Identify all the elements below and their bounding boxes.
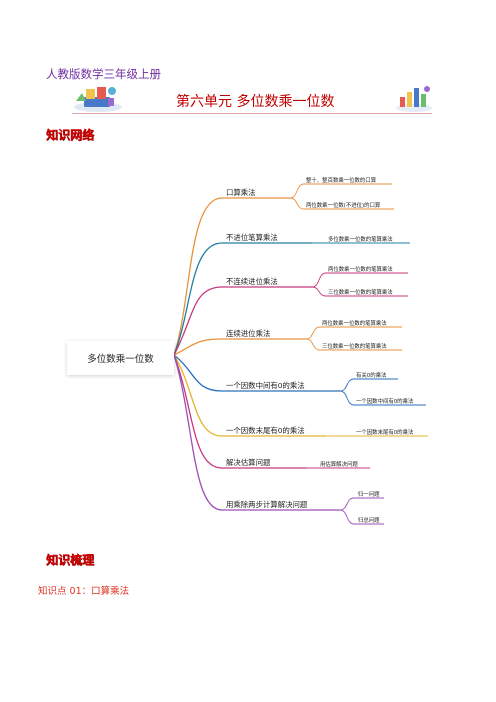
mindmap-leaf: 归一问题	[358, 492, 380, 498]
mindmap-branch: 一个因数中间有0的乘法	[226, 381, 305, 390]
mindmap-leaf: 两位数乘一位数(不进位)的口算	[306, 203, 381, 209]
mindmap-leaf: 归总问题	[358, 518, 380, 524]
mindmap-root: 多位数乘一位数	[67, 341, 174, 375]
mindmap-leaf: 一个因数中间有0的乘法	[356, 399, 414, 405]
mindmap-branch: 不进位笔算乘法	[226, 233, 278, 242]
unit-title: 第六单元 多位数乘一位数	[176, 94, 335, 110]
mindmap-branch: 不连续进位乘法	[226, 277, 278, 286]
section-title-network: 知识网络	[46, 128, 95, 142]
mindmap-leaf: 一个因数末尾有0的乘法	[356, 430, 414, 436]
mindmap-branch: 解决估算问题	[226, 458, 271, 467]
mindmap-leaf: 多位数乘一位数的笔算乘法	[328, 237, 393, 243]
section-title-outline: 知识梳理	[46, 553, 95, 567]
knowledge-point-heading: 知识点 01：口算乘法	[38, 586, 130, 597]
title-underline	[72, 113, 432, 114]
publisher-line: 人教版数学三年级上册	[46, 67, 161, 81]
mindmap-leaf: 两位数乘一位数的笔算乘法	[322, 321, 387, 327]
mindmap-leaf: 三位数乘一位数的笔算乘法	[328, 290, 393, 296]
mindmap-leaf: 两位数乘一位数的笔算乘法	[328, 267, 393, 273]
mindmap-branch: 用乘除两步计算解决问题	[226, 500, 308, 509]
mindmap-leaf: 用估算解决问题	[320, 462, 358, 468]
mindmap-branch: 一个因数末尾有0的乘法	[226, 426, 305, 435]
mindmap-leaf: 三位数乘一位数的笔算乘法	[322, 344, 387, 350]
mindmap-branch: 口算乘法	[226, 188, 256, 197]
mindmap-leaf: 有关0的乘法	[356, 373, 387, 379]
mindmap-connectors	[173, 183, 428, 525]
chart-illustration-icon	[396, 86, 432, 112]
mindmap-leaf: 整十、整百数乘一位数的口算	[306, 178, 377, 184]
education-illustration-icon	[74, 87, 122, 112]
mindmap-branch: 连续进位乘法	[226, 329, 271, 338]
